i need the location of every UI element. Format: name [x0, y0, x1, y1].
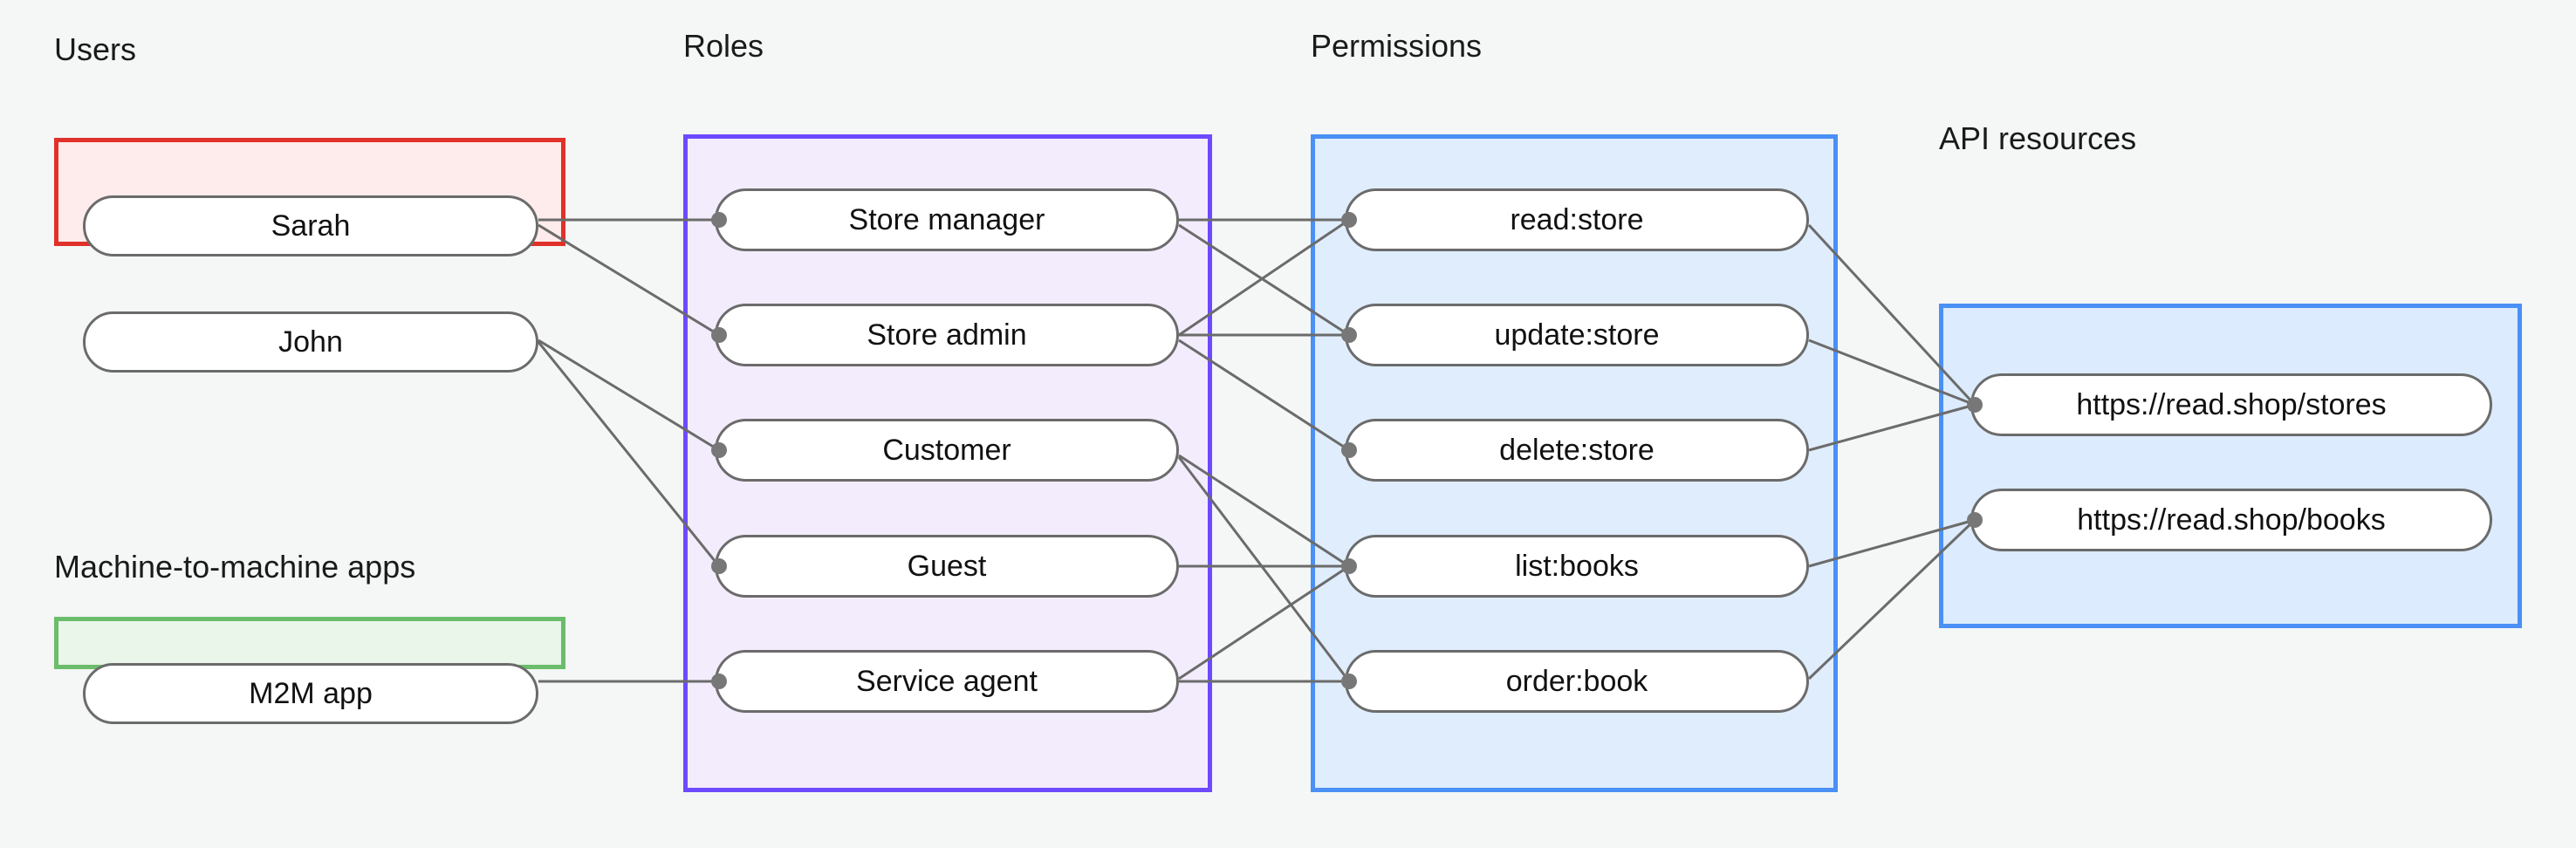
group-label-m2m: Machine-to-machine apps: [54, 549, 416, 585]
connection-port-p_read_store: [1341, 212, 1357, 228]
node-label-customer: Customer: [882, 433, 1011, 467]
node-read_store[interactable]: read:store: [1345, 188, 1809, 251]
node-label-list_books: list:books: [1515, 549, 1639, 583]
node-label-store_admin: Store admin: [867, 318, 1027, 352]
group-box-api_resources: [1939, 304, 2522, 628]
node-store_admin[interactable]: Store admin: [715, 304, 1179, 366]
node-list_books[interactable]: list:books: [1345, 535, 1809, 598]
node-label-john: John: [278, 325, 343, 359]
group-label-roles: Roles: [683, 28, 764, 64]
node-label-m2m_app: M2M app: [249, 676, 373, 710]
connection-port-p_customer: [711, 442, 727, 458]
node-john[interactable]: John: [83, 311, 538, 373]
node-sarah[interactable]: Sarah: [83, 195, 538, 256]
connection-port-p_update_store: [1341, 327, 1357, 343]
connection-port-p_store_manager: [711, 212, 727, 228]
node-label-store_manager: Store manager: [848, 202, 1045, 236]
node-store_manager[interactable]: Store manager: [715, 188, 1179, 251]
connection-port-p_service_agent: [711, 674, 727, 689]
node-delete_store[interactable]: delete:store: [1345, 419, 1809, 482]
node-service_agent[interactable]: Service agent: [715, 650, 1179, 713]
connection-port-p_list_books: [1341, 558, 1357, 574]
node-label-update_store: update:store: [1494, 318, 1660, 352]
node-label-guest: Guest: [907, 549, 987, 583]
group-box-m2m: [54, 617, 565, 669]
node-label-sarah: Sarah: [271, 209, 351, 243]
node-m2m_app[interactable]: M2M app: [83, 663, 538, 724]
node-label-service_agent: Service agent: [856, 664, 1038, 698]
group-label-api_resources: API resources: [1939, 120, 2137, 156]
node-update_store[interactable]: update:store: [1345, 304, 1809, 366]
node-res_stores[interactable]: https://read.shop/stores: [1970, 373, 2492, 436]
connection-port-p_order_book: [1341, 674, 1357, 689]
node-label-res_stores: https://read.shop/stores: [2076, 387, 2387, 421]
node-order_book[interactable]: order:book: [1345, 650, 1809, 713]
node-customer[interactable]: Customer: [715, 419, 1179, 482]
node-res_books[interactable]: https://read.shop/books: [1970, 489, 2492, 551]
group-label-permissions: Permissions: [1311, 28, 1483, 64]
node-label-delete_store: delete:store: [1499, 433, 1655, 467]
connection-port-p_res_books: [1967, 512, 1983, 528]
connection-port-p_guest: [711, 558, 727, 574]
node-guest[interactable]: Guest: [715, 535, 1179, 598]
connection-port-p_res_stores: [1967, 397, 1983, 413]
connection-port-p_delete_store: [1341, 442, 1357, 458]
connection-port-p_store_admin: [711, 327, 727, 343]
node-label-read_store: read:store: [1510, 202, 1644, 236]
node-label-order_book: order:book: [1505, 664, 1648, 698]
group-label-users: Users: [54, 31, 137, 67]
node-label-res_books: https://read.shop/books: [2077, 503, 2386, 537]
